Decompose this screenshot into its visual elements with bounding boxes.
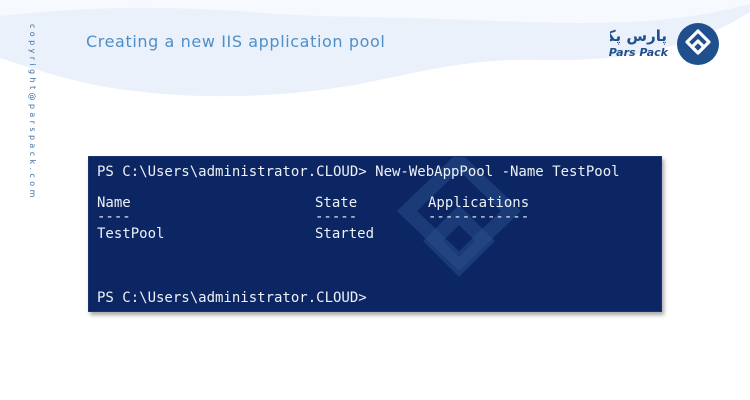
pool-state-cell: Started xyxy=(315,226,375,242)
top-wave-background xyxy=(0,0,750,97)
parspack-watermark-icon xyxy=(396,157,522,277)
command-line: PS C:\Users\administrator.CLOUD> New-Web… xyxy=(97,164,620,180)
column-header-applications: Applications xyxy=(428,195,530,211)
brand-name-persian: پارس پک xyxy=(610,27,667,46)
column-underline-name: ---- xyxy=(97,209,131,225)
brand-name-english: Pars Pack xyxy=(608,46,668,59)
powershell-terminal-window[interactable]: PS C:\Users\administrator.CLOUD> New-Web… xyxy=(88,156,662,312)
parspack-logo-icon xyxy=(677,23,719,65)
final-prompt-line: PS C:\Users\administrator.CLOUD> xyxy=(97,290,367,306)
pool-name-cell: TestPool xyxy=(97,226,165,242)
column-underline-state: ----- xyxy=(315,209,358,225)
side-copyright-text: copyright@parspack.com xyxy=(28,24,37,201)
column-header-name: Name xyxy=(97,195,131,211)
brand-logo: پارس پک Pars Pack xyxy=(608,22,720,66)
page-title: Creating a new IIS application pool xyxy=(86,32,386,51)
column-header-state: State xyxy=(315,195,358,211)
svg-text:پارس پک: پارس پک xyxy=(610,27,667,46)
column-underline-applications: ------------ xyxy=(428,209,530,225)
